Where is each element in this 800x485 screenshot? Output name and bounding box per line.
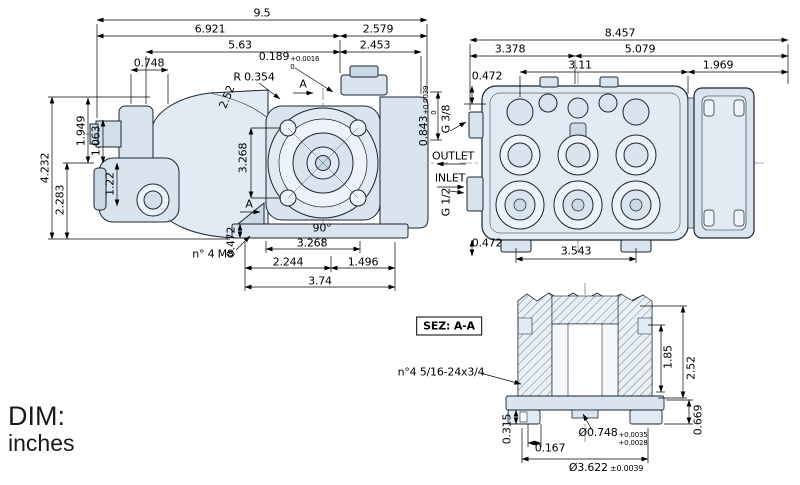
dim-122: 1.22	[103, 172, 117, 196]
section-mark-top: A	[299, 77, 307, 91]
inlet-thread-label: G 1/2	[439, 187, 453, 217]
dim-overall-length: 9.5	[253, 6, 271, 20]
dim-bore-dia-tol-lower: +0.0028	[618, 438, 648, 447]
dim-flange-dia-tol: ±0.0039	[609, 464, 644, 473]
dim-2244: 2.244	[272, 255, 304, 269]
dim-5079: 5.079	[624, 42, 656, 56]
dim-bore-dia-value: Ø0.748	[578, 426, 618, 439]
outlet-thread-label: G 3/8	[439, 104, 453, 134]
outlet-port	[468, 111, 484, 139]
dim-1496: 1.496	[347, 255, 379, 269]
dim-2579: 2.579	[362, 22, 394, 36]
section-wall-left	[517, 292, 553, 397]
section-view-part	[505, 283, 665, 444]
dim-3378: 3.378	[494, 42, 526, 56]
side-view-part	[84, 65, 448, 246]
units-note: DIM: inches	[8, 402, 74, 456]
dim-bore-dia-tol-upper: +0.0035	[618, 431, 648, 439]
dim-bolt-spacing-horizontal: 3.268	[296, 236, 328, 250]
note-section-bolts: n°4 5/16-24x3/4	[397, 365, 485, 379]
dim-1969: 1.969	[702, 58, 734, 72]
valve-plug	[567, 97, 589, 119]
dim-overall-height: 4.232	[38, 152, 52, 184]
manifold	[379, 96, 429, 229]
dim-key-width-tol-upper: +0.0016	[290, 55, 320, 63]
dim-offset-bottom-0472: 0.472	[471, 236, 503, 250]
side-view-dimensions	[48, 17, 442, 291]
valve-plug	[622, 98, 650, 126]
section-foot	[629, 409, 663, 425]
section-top-band	[551, 295, 619, 325]
dim-foot-spacing: 3.543	[560, 244, 592, 258]
section-title-box: SEZ: A-A	[416, 316, 482, 336]
section-mark-bottom: A	[245, 197, 253, 211]
dim-overall-width: 8.457	[604, 26, 636, 40]
dim-374: 3.74	[308, 274, 332, 288]
bearing-cap	[118, 105, 154, 163]
dim-shaft-dia-tol-lower: 0	[429, 110, 438, 115]
dim-2453: 2.453	[359, 38, 391, 52]
dim-311: 3.11	[568, 58, 592, 72]
dim-0669: 0.669	[691, 404, 705, 436]
dim-6921: 6.921	[194, 22, 226, 36]
dim-0748: 0.748	[133, 56, 165, 70]
outlet-label: OUTLET	[431, 149, 475, 163]
shaft	[95, 120, 122, 148]
dim-0315: 0.315	[500, 413, 514, 445]
section-view-dimensions	[479, 305, 693, 463]
dim-bolt-spacing-vertical: 3.268	[236, 142, 250, 174]
inlet-label: INLET	[434, 171, 466, 185]
section-wall-right	[617, 293, 653, 397]
inlet-port	[466, 176, 484, 212]
units-value: inches	[8, 430, 75, 456]
dim-1949: 1.949	[74, 115, 88, 147]
dim-bore-dia: Ø0.748+0.0035+0.0028	[579, 427, 648, 447]
dim-0167: 0.167	[534, 441, 566, 455]
dim-fillet-radius: R 0.354	[233, 70, 275, 84]
dim-key-width-tol-lower: 0	[290, 62, 295, 71]
top-port-boss	[340, 74, 388, 96]
dim-563: 5.63	[228, 38, 252, 52]
dim-2283: 2.283	[53, 184, 67, 216]
foot-bolt-hole	[519, 411, 528, 423]
dim-foot-height: 0.472	[224, 226, 238, 258]
dim-sec-252: 2.52	[684, 356, 698, 380]
base-flange	[505, 395, 665, 411]
dim-flange-dia-value: Ø3.622	[568, 461, 608, 474]
mounting-rail	[231, 223, 409, 239]
dim-1063: 1.063	[89, 125, 103, 157]
units-title: DIM:	[8, 401, 65, 431]
note-mount-holes: n° 4 M8	[192, 247, 234, 261]
dim-185: 1.85	[661, 345, 675, 369]
dim-key-width-value: 0.189	[258, 50, 290, 63]
spigot	[571, 409, 599, 419]
dim-offset-top-0472: 0.472	[471, 69, 503, 83]
valve-plug	[506, 98, 534, 126]
dim-shaft-dia-value: 0.843	[417, 115, 430, 147]
dim-bolt-angle: 90°	[312, 221, 332, 235]
dim-flange-dia: Ø3.622±0.0039	[569, 462, 643, 474]
front-view-part	[460, 72, 764, 254]
section-title: SEZ: A-A	[416, 316, 482, 336]
front-view-dimensions	[436, 37, 789, 263]
